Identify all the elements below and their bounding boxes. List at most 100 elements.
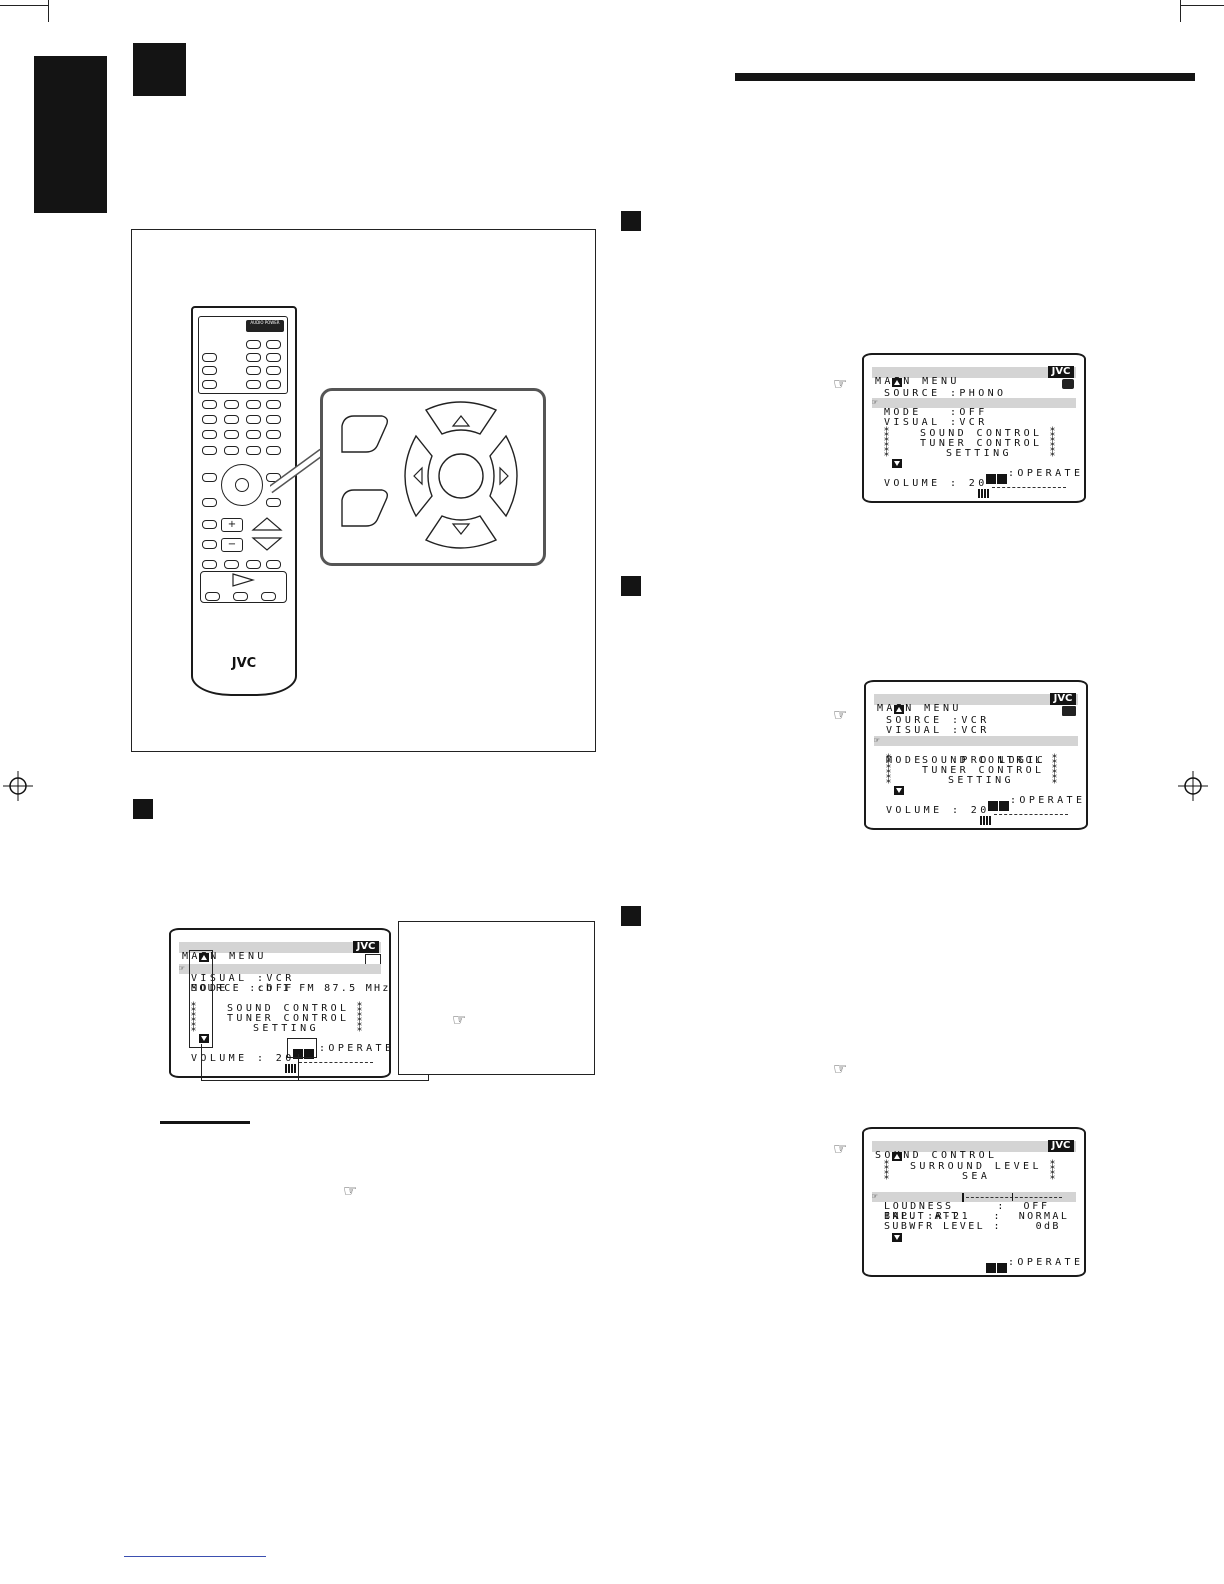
volume-bar	[978, 479, 1068, 498]
remote-button	[246, 560, 261, 569]
side-tab	[34, 56, 107, 213]
remote-power-label: AUDIO POWER	[250, 320, 280, 325]
volume-bar	[980, 806, 1070, 825]
pointing-hand-icon: ☞	[872, 398, 878, 408]
scroll-arrows-callout-box	[189, 950, 213, 1048]
callout-line	[201, 1080, 429, 1081]
scroll-up-icon	[892, 378, 902, 387]
operate-arrows-callout-box	[287, 1038, 317, 1058]
callout-connector	[270, 448, 325, 494]
pointing-hand-icon: ☞	[343, 1181, 358, 1200]
remote-button	[246, 380, 261, 389]
osd-line: MODE :OFF	[884, 407, 988, 418]
osd-operate: :OPERATE	[1008, 1257, 1084, 1268]
remote-button	[202, 366, 217, 375]
osd-marker: ⁑	[1050, 1161, 1056, 1172]
osd-marker: ⁑	[884, 448, 890, 459]
osd-line: SOURCE :VCR	[886, 715, 990, 726]
jvc-logo-icon: JVC	[1048, 366, 1074, 378]
osd-line: VISUAL :VCR	[884, 417, 988, 428]
remote-button	[246, 366, 261, 375]
osd-screen-main-menu-visual: MAIN MENU JVC SOURCE :PHONO ☞ VISUAL :VC…	[862, 353, 1086, 503]
scroll-up-icon	[894, 705, 904, 714]
osd-marker: ⁑	[191, 1003, 197, 1014]
registration-mark-right	[1178, 771, 1208, 801]
scroll-down-icon	[894, 786, 904, 795]
osd-marker: ⁑	[884, 428, 890, 439]
osd-line: BAL. :R-21	[884, 1211, 971, 1222]
remote-button	[246, 340, 261, 349]
remote-button	[224, 415, 239, 424]
source-vcr-icon	[1062, 706, 1076, 716]
osd-marker: ⁑	[884, 1171, 890, 1182]
osd-line: TUNER CONTROL	[920, 438, 1043, 449]
crop-mark-top-right-v	[1180, 0, 1181, 22]
balance-slider	[962, 1193, 1064, 1202]
callout-line	[428, 1074, 429, 1081]
step-marker-1	[621, 211, 641, 231]
illustration-frame	[131, 229, 596, 752]
osd-line: SOURCE :PHONO	[884, 388, 1007, 399]
crop-mark-top-left	[0, 5, 48, 6]
pointing-hand-icon: ☞	[833, 705, 848, 724]
osd-line: VISUAL :VCR	[886, 725, 990, 736]
remote-button	[266, 560, 281, 569]
remote-button	[266, 400, 281, 409]
osd-volume: VOLUME : 20	[191, 1053, 295, 1064]
remote-button	[266, 498, 281, 507]
remote-button	[246, 430, 261, 439]
remote-dpad	[221, 464, 263, 506]
osd-line: VISUAL :VCR	[191, 973, 295, 984]
osd-marker: ⁑	[886, 775, 892, 786]
left-right-arrows-icon	[988, 796, 1010, 811]
remote-button	[202, 430, 217, 439]
osd-marker: ⁑	[357, 1003, 363, 1014]
remote-button	[224, 430, 239, 439]
step-marker-left	[133, 799, 153, 819]
osd-line: SOURCE :ch 1 FM 87.5 MHz	[191, 983, 391, 994]
footer-rule	[124, 1556, 266, 1557]
osd-marker: ⁑	[1052, 755, 1058, 766]
remote-button	[224, 400, 239, 409]
remote-button	[246, 353, 261, 362]
remote-button	[224, 446, 239, 455]
osd-volume: VOLUME : 20	[886, 805, 990, 816]
osd-marker: ⁑	[1050, 428, 1056, 439]
remote-button	[246, 400, 261, 409]
osd-marker: ⁑	[191, 1013, 197, 1024]
remote-button	[202, 520, 217, 529]
remote-button	[202, 353, 217, 362]
osd-line: SETTING	[253, 1023, 319, 1034]
remote-minus-button: −	[221, 538, 243, 552]
osd-title-bar: SOUND CONTROL	[872, 1141, 1076, 1161]
osd-marker: ⁑	[191, 1023, 197, 1034]
remote-button	[224, 560, 239, 569]
pointing-hand-icon: ☞	[833, 1139, 848, 1158]
remote-button	[202, 400, 217, 409]
pointing-hand-icon: ☞	[833, 374, 848, 393]
remote-button	[246, 446, 261, 455]
osd-line: SURROUND LEVEL	[910, 1161, 1042, 1172]
remote-top-panel	[198, 316, 288, 394]
step-marker-3	[621, 906, 641, 926]
osd-marker: ⁑	[1050, 448, 1056, 459]
remote-button	[246, 415, 261, 424]
remote-button	[261, 592, 276, 601]
remote-brand-logo: JVC	[231, 656, 257, 671]
remote-button	[266, 430, 281, 439]
osd-line: INPUT ATT : NORMAL	[884, 1211, 1070, 1222]
osd-line-selected: ☞ MODE :PRO LOGIC	[874, 736, 1078, 766]
section-header-block	[133, 43, 186, 96]
osd-operate: :OPERATE	[319, 1043, 391, 1054]
crop-mark-top-right	[1180, 5, 1224, 6]
volume-bar	[285, 1054, 375, 1073]
crop-mark-top-left-v	[48, 0, 49, 22]
pointing-hand-icon: ☞	[833, 1059, 848, 1078]
osd-line: SOUND CONTROL	[922, 755, 1045, 766]
remote-volume-down	[251, 537, 283, 551]
callout-line	[201, 1044, 202, 1080]
callout-line	[298, 1054, 299, 1080]
osd-volume: VOLUME : 20	[884, 478, 988, 489]
remote-volume-up	[251, 517, 283, 531]
pointing-hand-icon: ☞	[874, 736, 880, 746]
